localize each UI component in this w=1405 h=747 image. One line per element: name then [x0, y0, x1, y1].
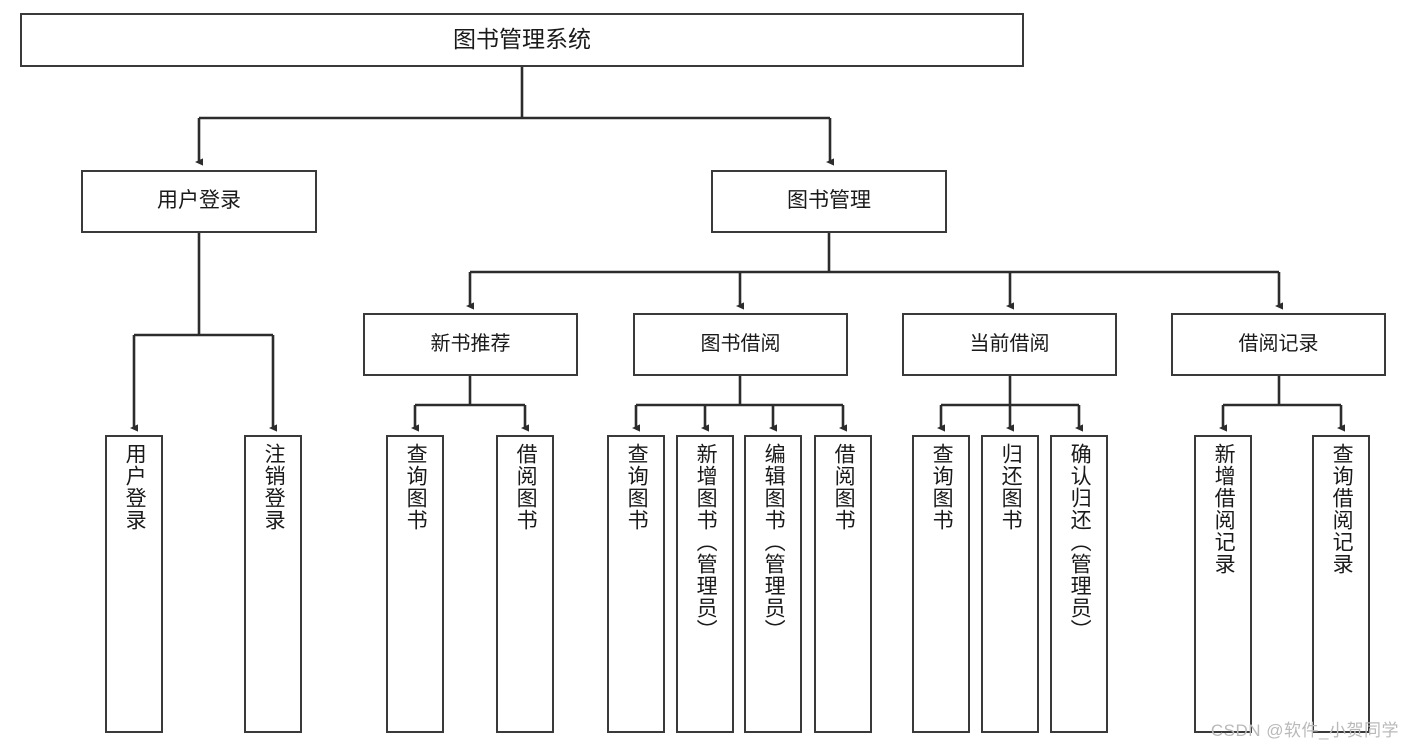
- node-book-borrow[interactable]: 图书借阅: [633, 313, 848, 376]
- leaf-record-query-record[interactable]: 查询借阅记录: [1312, 435, 1370, 733]
- node-label: 图书管理系统: [453, 26, 591, 53]
- node-borrow-record[interactable]: 借阅记录: [1171, 313, 1386, 376]
- leaf-borrow-edit-book[interactable]: 编辑图书（管理员）: [744, 435, 802, 733]
- leaf-borrow-add-book[interactable]: 新增图书（管理员）: [676, 435, 734, 733]
- node-label: 用户登录: [123, 443, 147, 531]
- node-root-system[interactable]: 图书管理系统: [20, 13, 1024, 67]
- node-label: 当前借阅: [969, 332, 1050, 355]
- node-label: 查询图书: [930, 443, 954, 531]
- node-label: 借阅记录: [1238, 332, 1319, 355]
- leaf-current-query-book[interactable]: 查询图书: [912, 435, 970, 733]
- node-label: 查询图书: [625, 443, 649, 531]
- node-label: 借阅图书: [832, 443, 856, 531]
- node-label: 用户登录: [157, 189, 241, 213]
- node-label: 借阅图书: [514, 443, 538, 531]
- node-label: 图书借阅: [700, 332, 781, 355]
- leaf-current-confirm-return[interactable]: 确认归还（管理员）: [1050, 435, 1108, 733]
- node-label: 新增图书（管理员）: [694, 443, 718, 641]
- node-label: 查询图书: [404, 443, 428, 531]
- node-user-login[interactable]: 用户登录: [81, 170, 317, 233]
- leaf-user-login-login[interactable]: 用户登录: [105, 435, 163, 733]
- node-label: 新书推荐: [430, 332, 511, 355]
- node-new-book-recommend[interactable]: 新书推荐: [363, 313, 578, 376]
- node-label: 查询借阅记录: [1330, 443, 1354, 575]
- leaf-borrow-query-book[interactable]: 查询图书: [607, 435, 665, 733]
- node-current-borrow[interactable]: 当前借阅: [902, 313, 1117, 376]
- node-label: 图书管理: [787, 189, 871, 213]
- node-label: 编辑图书（管理员）: [762, 443, 786, 641]
- leaf-borrow-borrow-book[interactable]: 借阅图书: [814, 435, 872, 733]
- node-label: 确认归还（管理员）: [1068, 443, 1092, 641]
- leaf-recommend-query-book[interactable]: 查询图书: [386, 435, 444, 733]
- node-book-management[interactable]: 图书管理: [711, 170, 947, 233]
- node-label: 新增借阅记录: [1212, 443, 1236, 575]
- node-label: 归还图书: [999, 443, 1023, 531]
- watermark: CSDN @软件_小贺同学: [1210, 721, 1399, 740]
- leaf-current-return-book[interactable]: 归还图书: [981, 435, 1039, 733]
- leaf-record-add-record[interactable]: 新增借阅记录: [1194, 435, 1252, 733]
- leaf-user-login-logout[interactable]: 注销登录: [244, 435, 302, 733]
- leaf-recommend-borrow-book[interactable]: 借阅图书: [496, 435, 554, 733]
- node-label: 注销登录: [262, 443, 286, 531]
